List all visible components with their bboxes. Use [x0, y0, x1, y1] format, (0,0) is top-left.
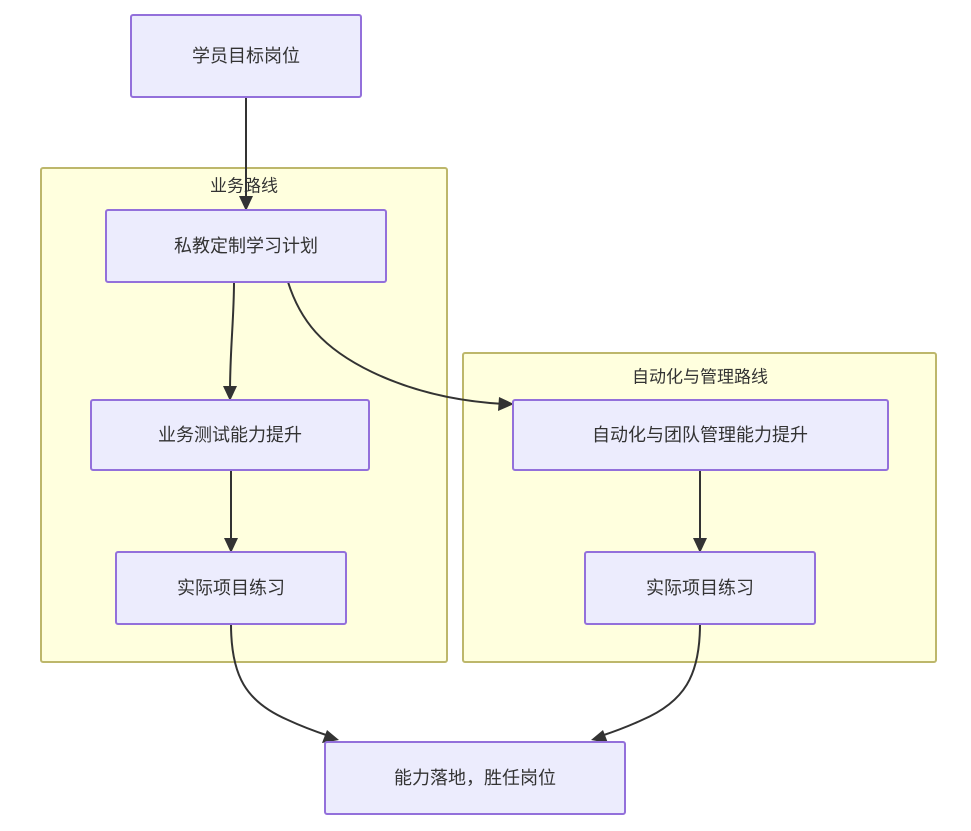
node-outcome-competent-rect[interactable]: [324, 741, 626, 815]
node-target-position-label: 学员目标岗位: [192, 46, 300, 66]
cluster-automation-route-label: 自动化与管理路线: [632, 367, 768, 386]
edge-plan-to-business-skill: [223, 281, 237, 401]
node-target-position[interactable]: 学员目标岗位: [130, 14, 362, 98]
node-business-real-project[interactable]: 实际项目练习: [115, 551, 347, 625]
node-business-real-project-label: 实际项目练习: [177, 578, 285, 598]
node-custom-study-plan[interactable]: 私教定制学习计划: [105, 209, 387, 283]
node-business-test-skill-rect[interactable]: [90, 399, 370, 471]
node-automation-real-project-label: 实际项目练习: [646, 578, 754, 598]
edge-automation-project-to-result-arrow: [591, 730, 608, 743]
node-business-test-skill[interactable]: 业务测试能力提升: [90, 399, 370, 471]
node-automation-real-project-rect[interactable]: [584, 551, 816, 625]
node-custom-study-plan-rect[interactable]: [105, 209, 387, 283]
node-custom-study-plan-label: 私教定制学习计划: [174, 236, 318, 256]
edge-start-to-plan-arrow: [239, 196, 253, 211]
edge-business-project-to-result-line: [230, 623, 330, 737]
edge-plan-to-automation-skill-arrow: [498, 397, 514, 411]
edge-plan-to-automation-skill: [287, 281, 514, 411]
edge-business-project-to-result-arrow: [322, 730, 339, 743]
edge-business-project-to-result: [230, 623, 339, 743]
edge-plan-to-business-skill-line: [229, 281, 235, 393]
edge-automation-skill-to-project-arrow: [693, 538, 707, 553]
node-target-position-rect[interactable]: [130, 14, 362, 98]
node-outcome-competent[interactable]: 能力落地，胜任岗位: [324, 741, 626, 815]
edge-automation-skill-to-project: [693, 470, 707, 553]
edge-plan-to-automation-skill-line: [287, 281, 505, 405]
edge-plan-to-business-skill-arrow: [223, 386, 237, 401]
cluster-business-route-label: 业务路线: [210, 176, 278, 195]
edge-start-to-plan: [239, 97, 253, 211]
node-automation-management-skill-rect[interactable]: [512, 399, 889, 471]
node-business-test-skill-label: 业务测试能力提升: [158, 425, 302, 445]
node-automation-real-project[interactable]: 实际项目练习: [584, 551, 816, 625]
edge-business-skill-to-project-arrow: [224, 538, 238, 553]
edge-automation-project-to-result-line: [600, 623, 701, 737]
edge-automation-project-to-result: [591, 623, 701, 743]
node-business-real-project-rect[interactable]: [115, 551, 347, 625]
node-automation-management-skill-label: 自动化与团队管理能力提升: [592, 425, 808, 445]
node-automation-management-skill[interactable]: 自动化与团队管理能力提升: [512, 399, 889, 471]
node-outcome-competent-label: 能力落地，胜任岗位: [394, 768, 556, 788]
edge-business-skill-to-project: [224, 470, 238, 553]
